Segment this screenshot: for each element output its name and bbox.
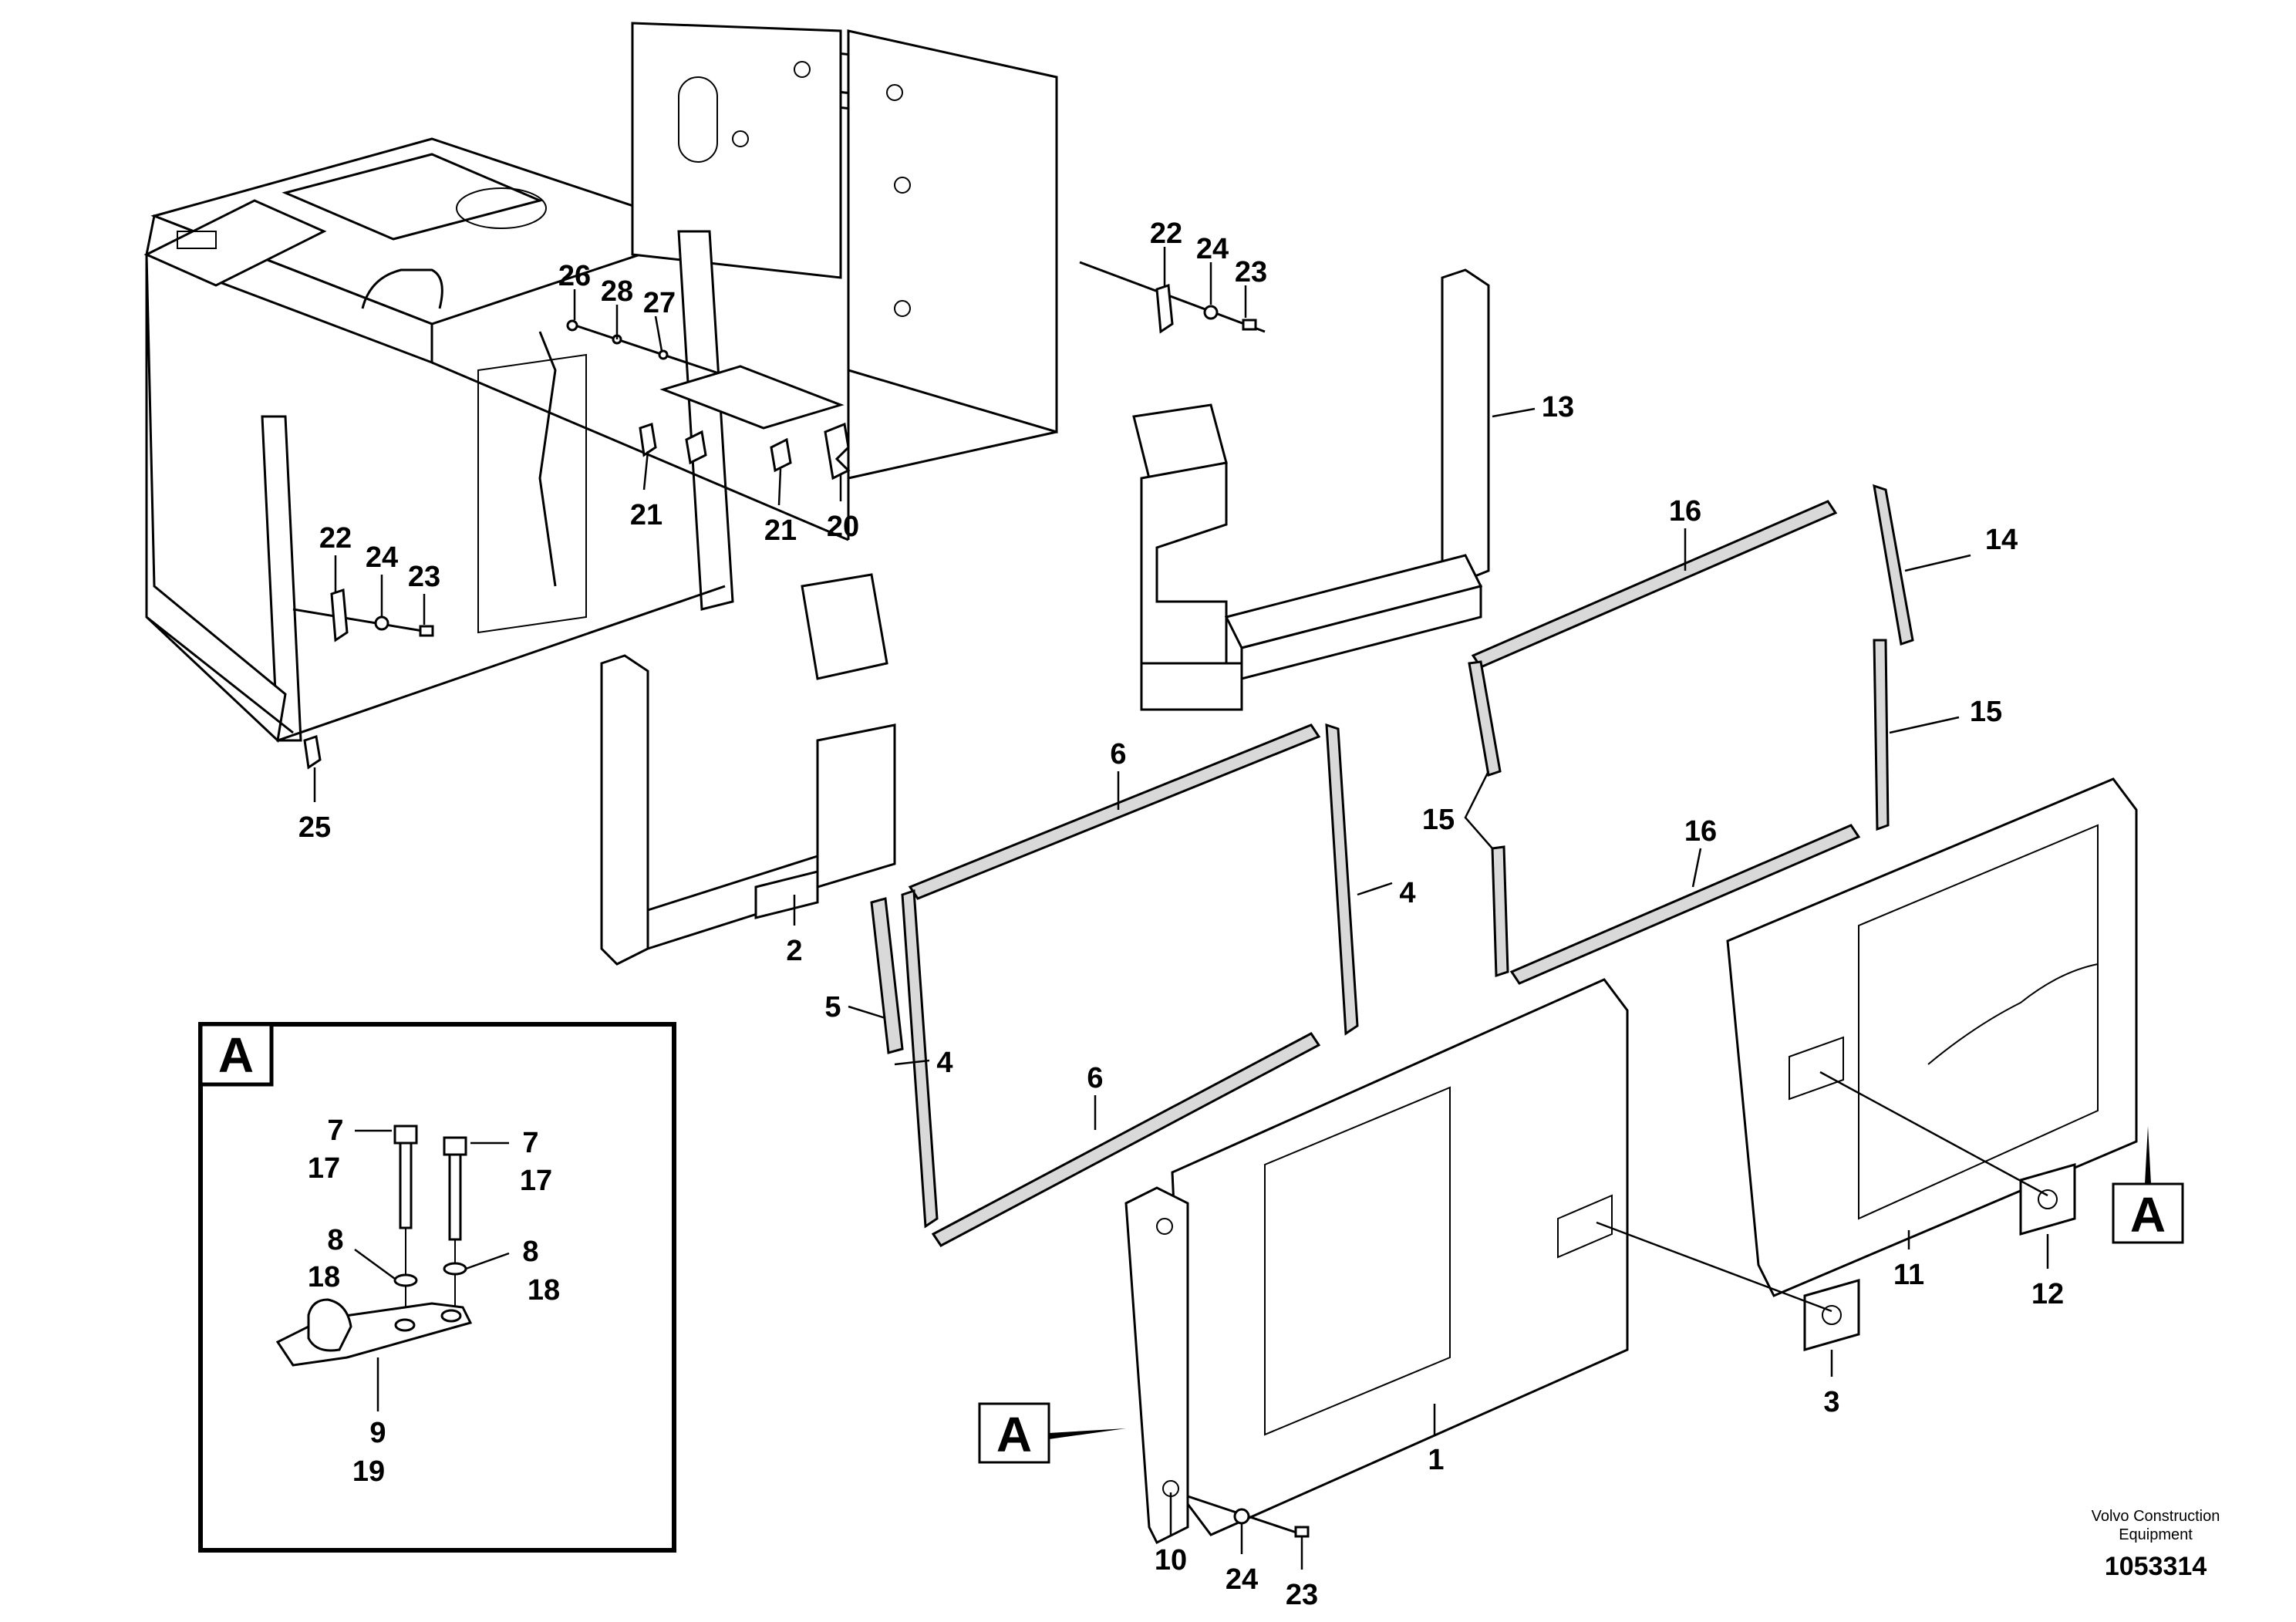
doc-number: 1053314	[2105, 1552, 2207, 1581]
callout-23: 23	[408, 561, 440, 593]
machine-frame	[143, 22, 1058, 744]
view-marker-label: A	[996, 1407, 1032, 1462]
credit-block: Volvo Construction Equipment 1053314	[2092, 1508, 2220, 1581]
latch-3	[1803, 1279, 1860, 1351]
door-1	[1171, 978, 1629, 1536]
callout-19: 19	[352, 1455, 385, 1488]
callout-8: 8	[327, 1224, 343, 1256]
callout-14: 14	[1985, 524, 2018, 556]
callout-labels: 26 28 27 22 24 23 22 24 23 21 21 20 25 1…	[298, 218, 2064, 1611]
door-11	[1726, 777, 2138, 1297]
credit-line-2: Equipment	[2119, 1526, 2193, 1543]
detail-leaders	[354, 1129, 510, 1411]
credit-line-1: Volvo Construction	[2092, 1508, 2220, 1525]
callout-6: 6	[1110, 738, 1126, 771]
latch-12	[2019, 1163, 2076, 1236]
callout-20: 20	[827, 511, 859, 543]
callout-24: 24	[1226, 1563, 1258, 1596]
callout-23: 23	[1235, 256, 1267, 288]
callout-6: 6	[1087, 1062, 1103, 1094]
detail-box-a: A	[198, 1022, 676, 1553]
callout-17: 17	[308, 1152, 340, 1185]
callout-10: 10	[1155, 1544, 1187, 1576]
callout-22: 22	[1150, 218, 1182, 250]
leader-lines	[313, 247, 2049, 1570]
callout-15: 15	[1422, 804, 1455, 836]
callout-2: 2	[786, 935, 802, 967]
callout-24: 24	[366, 541, 398, 574]
seal-strips-left	[870, 723, 1359, 1247]
part-13-panel	[1132, 268, 1490, 711]
callout-5: 5	[824, 991, 841, 1023]
callout-26: 26	[558, 260, 591, 292]
view-marker-a-right: A	[2112, 1126, 2184, 1244]
callout-27: 27	[643, 287, 676, 319]
callout-8: 8	[522, 1236, 538, 1268]
post-10	[1124, 1186, 1189, 1545]
callout-1: 1	[1428, 1444, 1444, 1476]
callout-21: 21	[630, 499, 663, 531]
view-marker-label: A	[2130, 1187, 2166, 1243]
callout-16: 16	[1669, 495, 1701, 528]
callout-28: 28	[601, 275, 633, 308]
callout-7: 7	[327, 1114, 343, 1147]
callout-12: 12	[2031, 1278, 2064, 1310]
callout-16: 16	[1684, 815, 1717, 848]
callout-4: 4	[1399, 877, 1415, 909]
callout-22: 22	[319, 522, 352, 555]
detail-box-label: A	[218, 1027, 254, 1083]
upper-brackets	[292, 261, 1266, 770]
view-marker-a-left: A	[978, 1402, 1126, 1464]
callout-17: 17	[520, 1165, 552, 1197]
callout-18: 18	[308, 1261, 340, 1293]
callout-9: 9	[369, 1417, 386, 1449]
callout-15: 15	[1970, 696, 2002, 728]
callout-18: 18	[528, 1274, 560, 1307]
callout-7: 7	[522, 1127, 538, 1159]
callout-23: 23	[1286, 1579, 1318, 1611]
callout-11: 11	[1893, 1259, 1924, 1291]
callout-13: 13	[1542, 391, 1574, 423]
callout-24: 24	[1196, 233, 1229, 265]
callout-21: 21	[764, 514, 797, 547]
callout-3: 3	[1823, 1386, 1839, 1418]
part-2-panel	[600, 573, 896, 966]
callout-4: 4	[936, 1047, 952, 1079]
seal-strips-right	[1468, 484, 1914, 985]
callout-25: 25	[298, 811, 331, 844]
